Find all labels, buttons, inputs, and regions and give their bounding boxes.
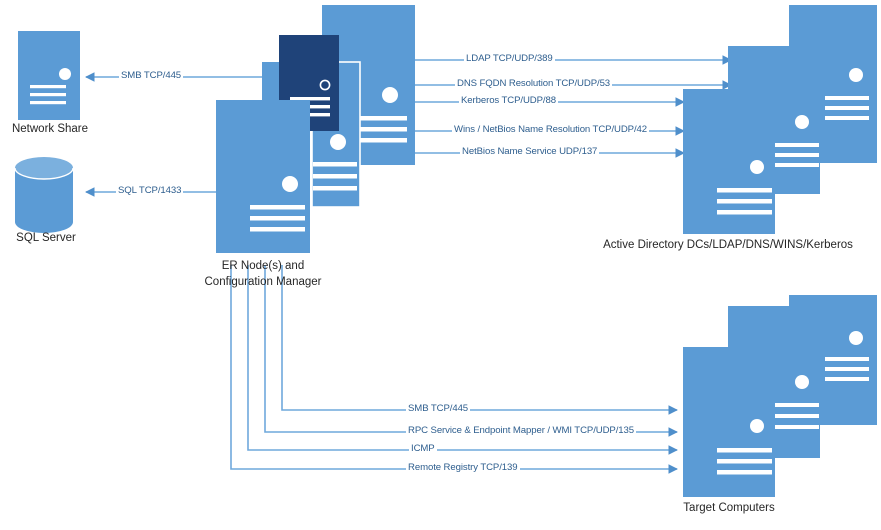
- connector-label-kerberos: Kerberos TCP/UDP/88: [459, 95, 558, 108]
- connector-label-netbios-name-service: NetBios Name Service UDP/137: [460, 146, 600, 159]
- node-network-share[interactable]: [18, 31, 80, 120]
- node-active-directory[interactable]: [683, 5, 877, 234]
- connector-remote-registry: [230, 265, 678, 474]
- caption-er-node: ER Node(s) and Configuration Manager: [173, 259, 353, 290]
- connector-label-smb-network-share: SMB TCP/445: [119, 70, 184, 83]
- caption-target-computers: Target Computers: [683, 502, 775, 514]
- connector-label-dns-fqdn: DNS FQDN Resolution TCP/UDP/53: [455, 78, 613, 91]
- connector-label-smb-targets: SMB TCP/445: [406, 403, 471, 416]
- connector-smb-targets: [281, 265, 678, 415]
- caption-network-share: Network Share: [11, 123, 89, 135]
- node-sql-server[interactable]: [14, 157, 74, 233]
- caption-er-node-line2: Configuration Manager: [204, 275, 322, 288]
- connector-label-rpc-wmi: RPC Service & Endpoint Mapper / WMI TCP/…: [406, 425, 636, 438]
- connector-label-ldap: LDAP TCP/UDP/389: [464, 53, 555, 66]
- connector-label-sql-1433: SQL TCP/1433: [116, 185, 184, 198]
- connector-label-wins-netbios: Wins / NetBios Name Resolution TCP/UDP/4…: [452, 124, 649, 137]
- caption-sql-server: SQL Server: [16, 232, 76, 244]
- connector-rpc-wmi: [264, 265, 678, 437]
- connector-label-remote-registry: Remote Registry TCP/139: [406, 462, 520, 475]
- node-target-computers[interactable]: [683, 295, 877, 497]
- connector-group-target-computers: [230, 265, 678, 474]
- connector-label-icmp: ICMP: [409, 443, 437, 456]
- node-er-node[interactable]: [216, 5, 415, 253]
- caption-active-directory: Active Directory DCs/LDAP/DNS/WINS/Kerbe…: [603, 239, 853, 251]
- connector-icmp: [247, 265, 678, 455]
- caption-er-node-line1: ER Node(s) and: [221, 260, 305, 272]
